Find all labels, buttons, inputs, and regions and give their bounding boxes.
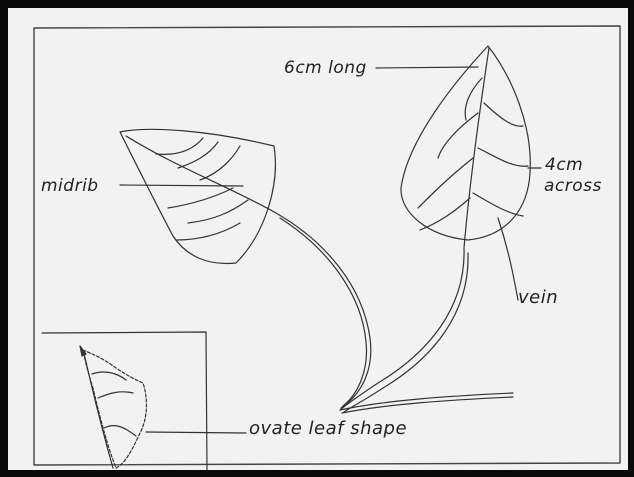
inset-leaf-vein-2	[98, 392, 133, 398]
left-leaf-midrib	[126, 136, 276, 213]
leader-vein	[498, 218, 518, 300]
right-leaf-vein-5	[484, 103, 523, 126]
leader-shape	[146, 432, 246, 433]
right-leaf-vein-4	[420, 198, 470, 230]
stem-base	[340, 393, 513, 410]
vein-label: vein	[518, 287, 558, 308]
right-leaf-vein-7	[473, 193, 523, 216]
left-leaf-vein-1	[156, 138, 203, 154]
left-leaf-vein-4	[168, 188, 233, 208]
midrib-label: midrib	[41, 176, 99, 196]
right-leaf-midrib	[464, 48, 489, 248]
right-leaf-outline	[401, 46, 530, 240]
inset-leaf-vein-1	[92, 372, 126, 380]
paper-sheet: 6cm long midrib 4cm across vein ovate le…	[8, 8, 628, 470]
inset-box	[42, 332, 207, 470]
left-leaf-vein-6	[176, 223, 240, 240]
left-leaf-stem-inner	[280, 218, 366, 406]
leader-length	[376, 67, 478, 68]
leader-midrib	[120, 185, 243, 186]
length-label: 6cm long	[284, 58, 367, 78]
left-leaf-vein-5	[188, 200, 248, 223]
width-label-line2: across	[544, 176, 602, 196]
right-leaf-vein-2	[438, 113, 478, 158]
inset-leaf-vein-3	[104, 426, 136, 436]
left-leaf-stem	[276, 213, 371, 408]
drawing-border	[34, 26, 620, 465]
inset-leaf-outline	[83, 350, 146, 468]
left-leaf-outline	[120, 129, 275, 263]
left-leaf-vein-3	[200, 146, 240, 180]
left-leaf-vein-2	[178, 142, 218, 168]
right-leaf-vein-6	[478, 148, 528, 166]
right-leaf-vein-3	[418, 158, 473, 208]
width-label-line1: 4cm	[545, 155, 583, 175]
leaf-shape-label: ovate leaf shape	[249, 418, 407, 439]
right-leaf-stem-inner	[344, 253, 468, 412]
